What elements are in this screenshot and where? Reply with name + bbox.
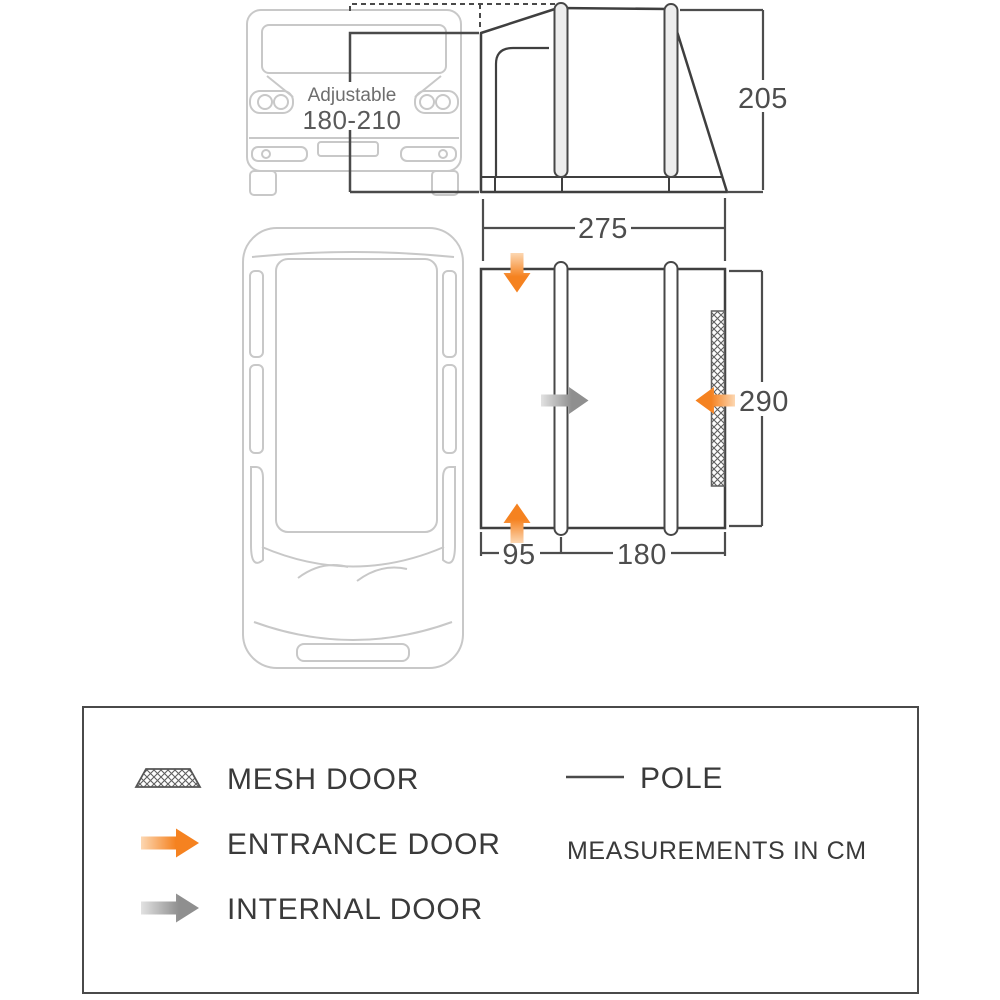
awning-side-outline	[479, 6, 729, 194]
van-front-headlight-left	[249, 90, 294, 114]
adjustable-height-bracket: Adjustable 180-210	[303, 31, 479, 194]
van-front-body	[246, 9, 462, 172]
van-top-grille	[296, 643, 410, 662]
van-front-lamp	[257, 94, 273, 110]
internal-door-arrow	[541, 387, 589, 414]
van-top-window	[249, 364, 264, 454]
van-top-view	[242, 227, 464, 669]
legend-box	[82, 706, 919, 994]
plan-front-width-value: 95	[502, 539, 535, 571]
van-front-windshield	[261, 24, 447, 74]
van-top-windshield-curve	[261, 546, 445, 568]
dimension-depth-lines	[729, 269, 764, 528]
van-top-body	[242, 227, 464, 669]
van-front-lamp	[273, 94, 289, 110]
adjustable-range-value: 180-210	[303, 105, 402, 135]
dashed-connector-line	[349, 3, 556, 30]
awning-side-pole-front	[553, 2, 569, 178]
van-front-fog-lamp	[438, 149, 448, 159]
legend-pole-label: POLE	[640, 762, 723, 795]
van-top-hood-curve	[253, 621, 453, 641]
dimension-sections-lines	[479, 532, 727, 556]
van-top-rear-cap	[251, 251, 455, 258]
van-top-window	[249, 270, 264, 358]
van-front-wheel-right	[431, 170, 459, 196]
orange-arrow-icon	[141, 828, 199, 858]
side-height-value: 205	[738, 83, 788, 115]
awning-side-view	[479, 2, 729, 194]
awning-side-door-outline	[494, 46, 549, 177]
awning-side-pole-rear	[663, 3, 679, 178]
adjustable-bracket-lines	[348, 31, 479, 194]
van-front-foglight-left	[251, 146, 308, 162]
legend-mesh-door-label: MESH DOOR	[227, 763, 419, 796]
plan-depth-value: 290	[739, 386, 789, 418]
van-front-plate	[317, 141, 379, 157]
adjustable-label: Adjustable	[308, 85, 397, 106]
awning-side-base-band	[481, 176, 722, 192]
mesh-swatch-icon	[134, 768, 202, 788]
measurements-note: MEASUREMENTS IN CM	[567, 837, 867, 865]
van-top-window	[250, 466, 264, 564]
van-front-wheel-left	[249, 170, 277, 196]
van-top-window	[442, 466, 456, 564]
van-top-window	[442, 364, 457, 454]
awning-plan-pole-rear	[663, 261, 679, 536]
van-front-headlight-right	[414, 90, 459, 114]
van-top-roof-panel	[275, 258, 438, 533]
awning-plan-outline	[479, 267, 727, 530]
dimension-height-205: 205	[680, 8, 788, 194]
entrance-door-arrow-bottom	[503, 503, 531, 543]
legend-entrance-door-label: ENTRANCE DOOR	[227, 828, 501, 861]
awning-plan-view	[479, 253, 735, 543]
dimension-height-lines	[680, 8, 765, 194]
grey-arrow-icon	[141, 893, 199, 923]
entrance-door-arrow-top	[503, 253, 531, 293]
dimension-width-lines	[481, 198, 727, 261]
van-front-view	[246, 9, 462, 196]
van-front-fog-lamp	[261, 149, 271, 159]
van-top-wipers	[297, 564, 408, 582]
side-width-value: 275	[578, 213, 628, 245]
dimension-width-275: 275	[481, 198, 727, 261]
legend-internal-door-label: INTERNAL DOOR	[227, 893, 483, 926]
van-top-window	[442, 270, 457, 358]
entrance-door-arrow-side	[695, 387, 735, 414]
van-front-foglight-right	[400, 146, 457, 162]
legend: MESH DOOR ENTRANCE DOOR INTERNAL DOOR PO…	[82, 706, 919, 994]
van-front-lamp	[435, 94, 451, 110]
dimension-depth-290: 290	[729, 269, 789, 528]
van-front-lamp	[419, 94, 435, 110]
plan-main-width-value: 180	[617, 539, 667, 571]
dimension-sections-95-180: 95 180	[479, 532, 727, 571]
